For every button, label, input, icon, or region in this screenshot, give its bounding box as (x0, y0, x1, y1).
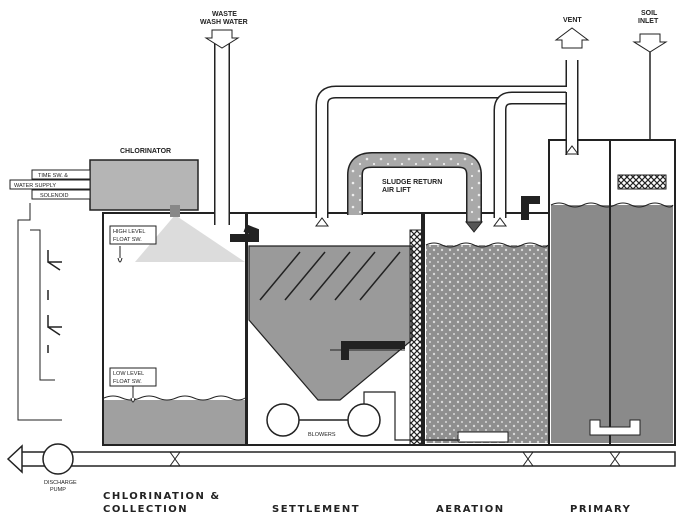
section-settlement-label: SETTLEMENT (272, 504, 360, 515)
high-level-label: HIGH LEVEL (113, 229, 145, 235)
blower-icon-2 (347, 403, 381, 437)
section-aeration-label: AERATION (436, 504, 505, 515)
chlorination-tank (102, 212, 247, 446)
high-level-label-2: FLOAT SW. (113, 237, 142, 243)
discharge-pipe (6, 444, 676, 474)
blowers-label: BLOWERS (308, 432, 336, 438)
baffle (409, 229, 425, 446)
discharge-pump-label-2: PUMP (50, 487, 66, 493)
soil-inlet-arrow-icon (632, 33, 668, 53)
section-chlorination-label: CHLORINATION & (103, 491, 221, 502)
blower-icon (266, 403, 300, 437)
settlement-tank (246, 212, 423, 446)
section-primary-label: PRIMARY (570, 504, 631, 515)
control-switches (47, 250, 62, 353)
time-sw-label: TIME SW. & (38, 173, 68, 179)
waste-water-arrow-icon (204, 29, 240, 49)
water-supply-label: WATER SUPPLY (14, 183, 56, 189)
up-arrow-icon (315, 217, 329, 227)
low-level-label: LOW LEVEL (113, 371, 144, 377)
high-level-float-switch (109, 225, 157, 245)
waste-wash-water-label: WASTE (212, 11, 237, 18)
low-level-label-2: FLOAT SW. (113, 379, 142, 385)
chlorinator-label: CHLORINATOR (120, 148, 171, 155)
section-collection-label: COLLECTION (103, 504, 188, 515)
up-arrow-icon-3 (565, 145, 579, 155)
vent-label: VENT (563, 17, 582, 24)
solenoid-label: SOLENOID (40, 193, 68, 199)
vent-arrow-icon (554, 27, 590, 49)
down-arrow-icon (464, 221, 484, 233)
discharge-pump-label: DISCHARGE (44, 480, 77, 486)
chlorinator (89, 159, 199, 217)
waste-wash-water-label-2: WASH WATER (200, 19, 248, 26)
primary-tank (548, 139, 676, 446)
flow-arrow-icon-3 (341, 341, 405, 360)
aeration-tank (423, 212, 550, 446)
vent-pipes (315, 60, 579, 218)
flow-arrow-icon-2 (521, 196, 540, 220)
up-arrow-icon-2 (493, 217, 507, 227)
water-supply-panel (9, 169, 91, 421)
flow-arrow-icon (230, 224, 259, 242)
discharge-pump-icon (42, 443, 74, 475)
soil-inlet-label: SOIL (641, 10, 658, 17)
sludge-return-label: SLUDGE RETURN (382, 179, 442, 186)
soil-inlet-label-2: INLET (638, 18, 659, 25)
sludge-return-label-2: AIR LIFT (382, 187, 411, 194)
